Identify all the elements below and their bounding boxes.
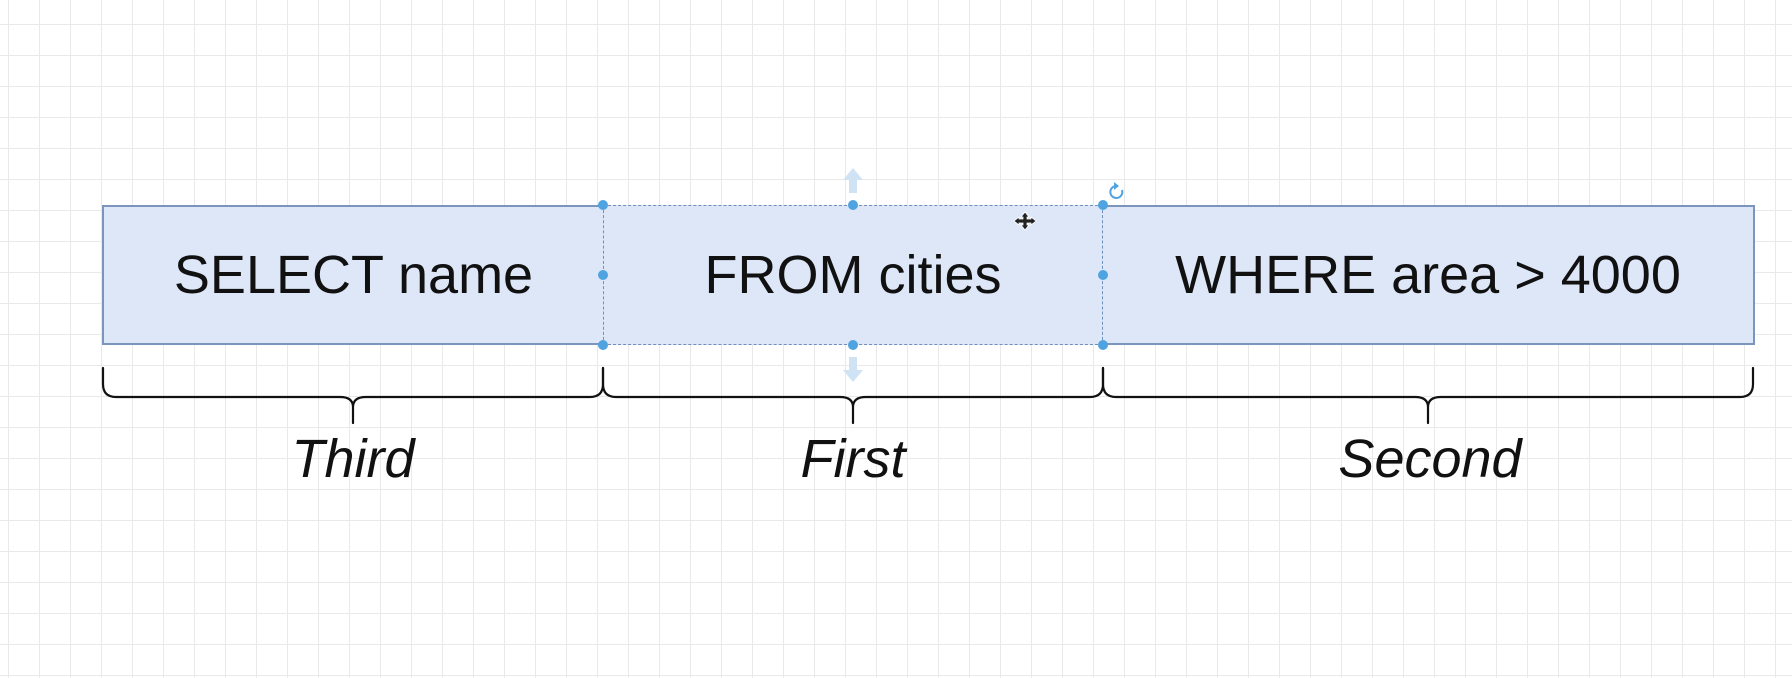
resize-handle-bottom-right[interactable] — [1098, 340, 1108, 350]
where-area-cell[interactable]: WHERE area > 4000 — [1103, 205, 1755, 345]
resize-handle-top-left[interactable] — [598, 200, 608, 210]
select-name-text: SELECT name — [173, 245, 534, 305]
where-area-text: WHERE area > 4000 — [1175, 245, 1681, 305]
resize-handle-top-right[interactable] — [1098, 200, 1108, 210]
resize-handle-bottom[interactable] — [848, 340, 858, 350]
resize-handle-top[interactable] — [848, 200, 858, 210]
from-cities-cell[interactable]: FROM cities — [603, 205, 1103, 345]
brace-second — [1101, 366, 1755, 425]
resize-handle-bottom-left[interactable] — [598, 340, 608, 350]
resize-handle-left[interactable] — [598, 270, 608, 280]
rotate-icon[interactable] — [1109, 182, 1124, 199]
label-third: Third — [291, 429, 415, 489]
label-second: Second — [1338, 429, 1522, 489]
resize-handle-right[interactable] — [1098, 270, 1108, 280]
label-first: First — [800, 429, 906, 489]
from-cities-text: FROM cities — [704, 245, 1002, 305]
arrow-up-icon[interactable] — [843, 168, 863, 193]
brace-third — [101, 366, 605, 425]
arrow-down-icon[interactable] — [843, 357, 863, 382]
select-name-cell[interactable]: SELECT name — [102, 205, 603, 345]
